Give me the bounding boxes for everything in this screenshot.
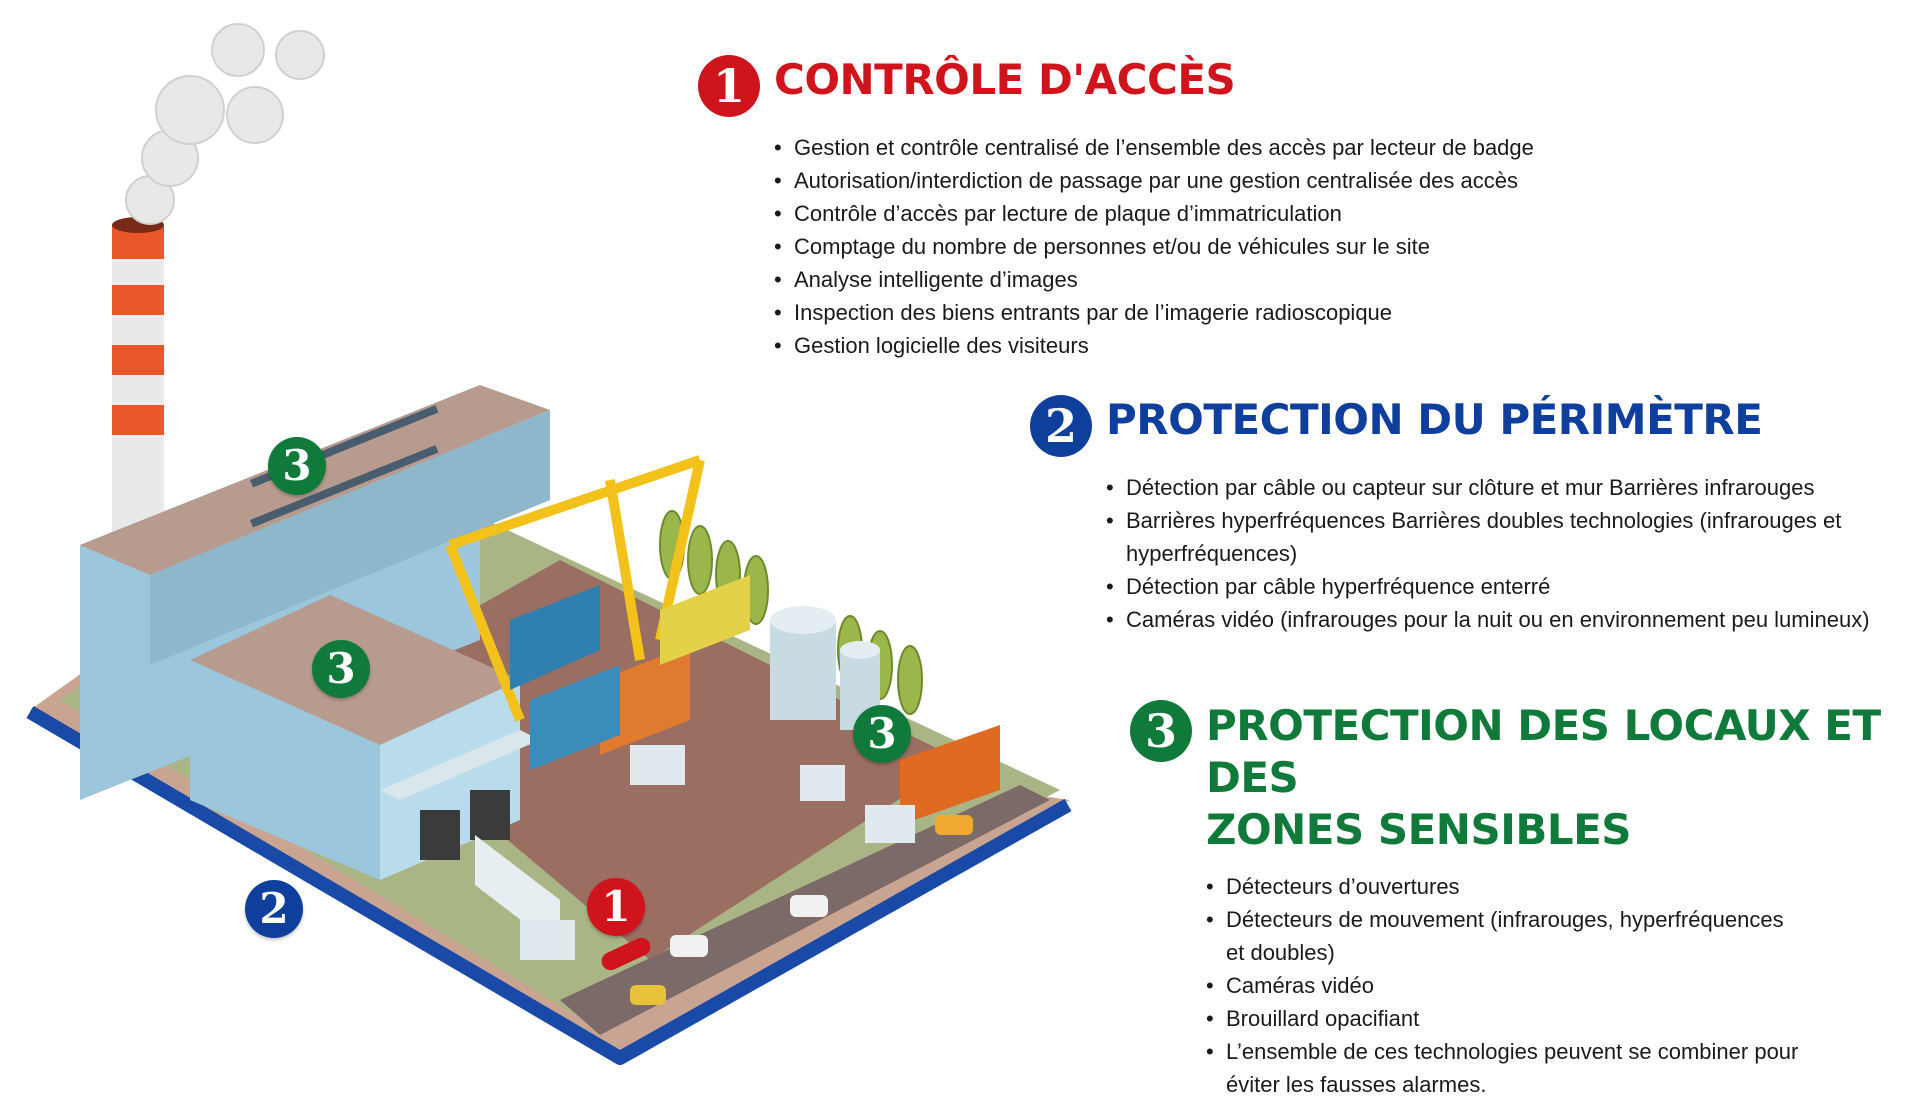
- section-title-line: ZONES SENSIBLES: [1206, 805, 1632, 854]
- marker-zones-roof: 3: [268, 437, 326, 495]
- bullet-list: Détecteurs d’ouvertures Détecteurs de mo…: [1206, 870, 1806, 1101]
- marker-zones-yard: 3: [853, 705, 911, 763]
- bullet-list: Détection par câble ou capteur sur clôtu…: [1106, 471, 1910, 636]
- marker-perimeter: 2: [245, 880, 303, 938]
- list-item: Comptage du nombre de personnes et/ou de…: [774, 230, 1748, 263]
- section-access-control: 1 CONTRÔLE D'ACCÈS Gestion et contrôle c…: [698, 55, 1748, 362]
- list-item: Détection par câble hyperfréquence enter…: [1106, 570, 1910, 603]
- section-title: PROTECTION DES LOCAUX ET DES ZONES SENSI…: [1206, 700, 1920, 856]
- list-item: Détecteurs d’ouvertures: [1206, 870, 1806, 903]
- section-title: CONTRÔLE D'ACCÈS: [774, 55, 1236, 104]
- silos: [770, 606, 880, 730]
- factory-illustration: [26, 23, 1072, 1065]
- section-number: 3: [1130, 700, 1192, 762]
- list-item: Barrières hyperfréquences Barrières doub…: [1106, 504, 1910, 570]
- trucks: [475, 745, 915, 960]
- list-item: Détection par câble ou capteur sur clôtu…: [1106, 471, 1910, 504]
- bullet-list: Gestion et contrôle centralisé de l’ense…: [774, 131, 1748, 362]
- list-item: Gestion logicielle des visiteurs: [774, 329, 1748, 362]
- section-title-line: PROTECTION DES LOCAUX ET DES: [1206, 701, 1881, 802]
- list-item: Gestion et contrôle centralisé de l’ense…: [774, 131, 1748, 164]
- containers: [510, 575, 1000, 825]
- list-item: Brouillard opacifiant: [1206, 1002, 1806, 1035]
- section-number: 2: [1030, 395, 1092, 457]
- section-title: PROTECTION DU PÉRIMÈTRE: [1106, 395, 1763, 444]
- list-item: Analyse intelligente d’images: [774, 263, 1748, 296]
- access-barrier: [601, 937, 651, 971]
- cars: [630, 815, 973, 1005]
- list-item: Contrôle d’accès par lecture de plaque d…: [774, 197, 1748, 230]
- marker-access: 1: [587, 878, 645, 936]
- section-perimeter-protection: 2 PROTECTION DU PÉRIMÈTRE Détection par …: [1030, 395, 1910, 636]
- list-item: L’ensemble de ces technologies peuvent s…: [1206, 1035, 1806, 1101]
- marker-zones-hall: 3: [312, 640, 370, 698]
- section-premises-protection: 3 PROTECTION DES LOCAUX ET DES ZONES SEN…: [1130, 700, 1920, 1101]
- smoke: [125, 23, 325, 225]
- list-item: Autorisation/interdiction de passage par…: [774, 164, 1748, 197]
- list-item: Caméras vidéo (infrarouges pour la nuit …: [1106, 603, 1910, 636]
- list-item: Détecteurs de mouvement (infrarouges, hy…: [1206, 903, 1806, 969]
- list-item: Caméras vidéo: [1206, 969, 1806, 1002]
- list-item: Inspection des biens entrants par de l’i…: [774, 296, 1748, 329]
- section-number: 1: [698, 55, 760, 117]
- perimeter-fence: [26, 705, 1072, 1065]
